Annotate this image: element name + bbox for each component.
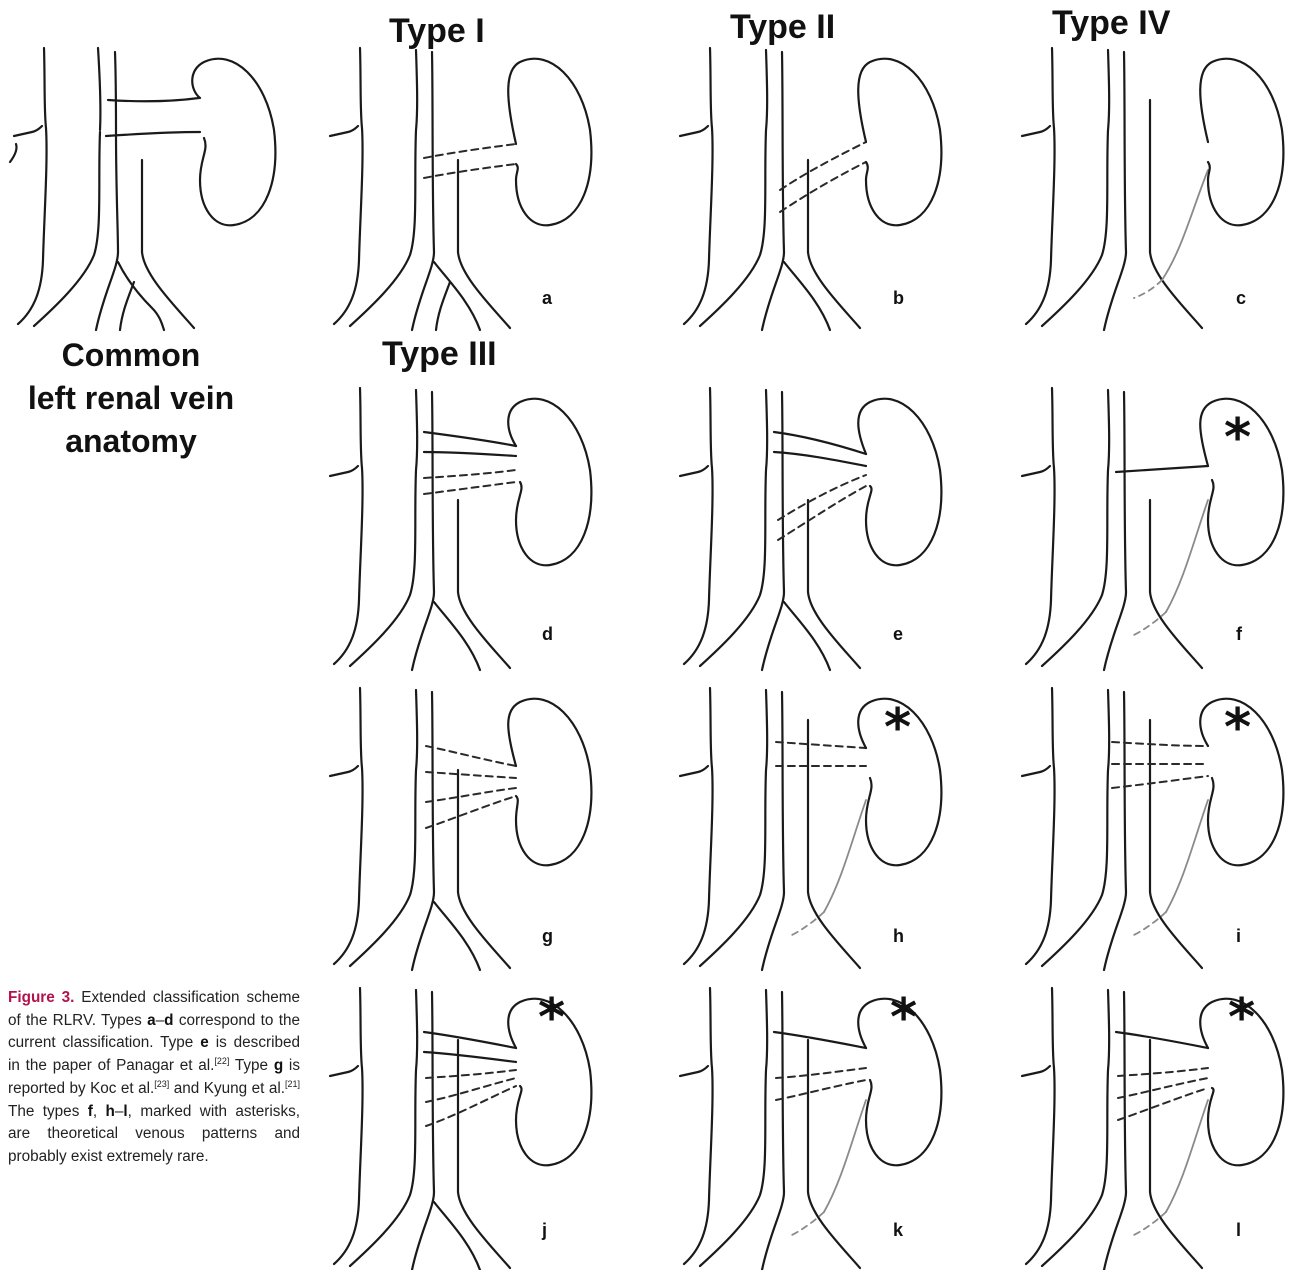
caption-bold-letter: e <box>200 1034 209 1051</box>
panel-label-k: k <box>893 1220 903 1241</box>
asterisk-marker-i: * <box>1224 702 1251 754</box>
panel-label-e: e <box>893 624 903 645</box>
caption-reference: [22] <box>214 1056 229 1066</box>
figure-caption: Figure 3. Extended classification scheme… <box>8 987 300 1169</box>
panel-label-d: d <box>542 624 553 645</box>
caption-text: Type <box>229 1057 273 1074</box>
common-anatomy-title: Common left renal vein anatomy <box>0 334 262 463</box>
caption-bold-letter: d <box>164 1012 173 1029</box>
panel-label-h: h <box>893 926 904 947</box>
common-anatomy-title-line3: anatomy <box>0 420 262 463</box>
caption-reference: [23] <box>154 1079 169 1089</box>
figure-panel-d <box>320 380 610 670</box>
asterisk-marker-j: * <box>538 992 565 1044</box>
common-anatomy-title-line1: Common <box>0 334 262 377</box>
header-type-iv: Type IV <box>1052 4 1170 43</box>
caption-text: , <box>93 1103 106 1120</box>
figure-panel-e <box>670 380 960 670</box>
figure-panel-f <box>1012 380 1302 670</box>
asterisk-marker-f: * <box>1224 412 1251 464</box>
asterisk-marker-k: * <box>890 992 917 1044</box>
figure-panel-g <box>320 680 610 970</box>
figure-panel-c <box>1012 40 1302 330</box>
caption-reference: [21] <box>285 1079 300 1089</box>
common-anatomy-title-line2: left renal vein <box>0 377 262 420</box>
panel-label-j: j <box>542 1220 547 1241</box>
caption-bold-letter: g <box>274 1057 283 1074</box>
panel-label-g: g <box>542 926 553 947</box>
panel-label-b: b <box>893 288 904 309</box>
figure-panel-a <box>320 40 610 330</box>
panel-label-f: f <box>1236 624 1242 645</box>
figure-panel-h <box>670 680 960 970</box>
figure-panel-j <box>320 980 610 1270</box>
asterisk-marker-h: * <box>884 702 911 754</box>
caption-bold-letter: h <box>106 1103 115 1120</box>
figure-panel-l <box>1012 980 1302 1270</box>
header-type-iii: Type III <box>382 335 497 374</box>
asterisk-marker-l: * <box>1228 992 1255 1044</box>
caption-text: The types <box>8 1103 88 1120</box>
panel-label-l: l <box>1236 1220 1241 1241</box>
figure-panel-i <box>1012 680 1302 970</box>
caption-text: and Kyung et al. <box>169 1080 285 1097</box>
caption-bold-letter: a <box>147 1012 156 1029</box>
figure-common-anatomy <box>4 40 294 330</box>
caption-text: – <box>156 1012 165 1029</box>
caption-figure-label: Figure 3. <box>8 989 74 1006</box>
panel-label-a: a <box>542 288 552 309</box>
panel-label-c: c <box>1236 288 1246 309</box>
panel-label-i: i <box>1236 926 1241 947</box>
figure-panel-b <box>670 40 960 330</box>
